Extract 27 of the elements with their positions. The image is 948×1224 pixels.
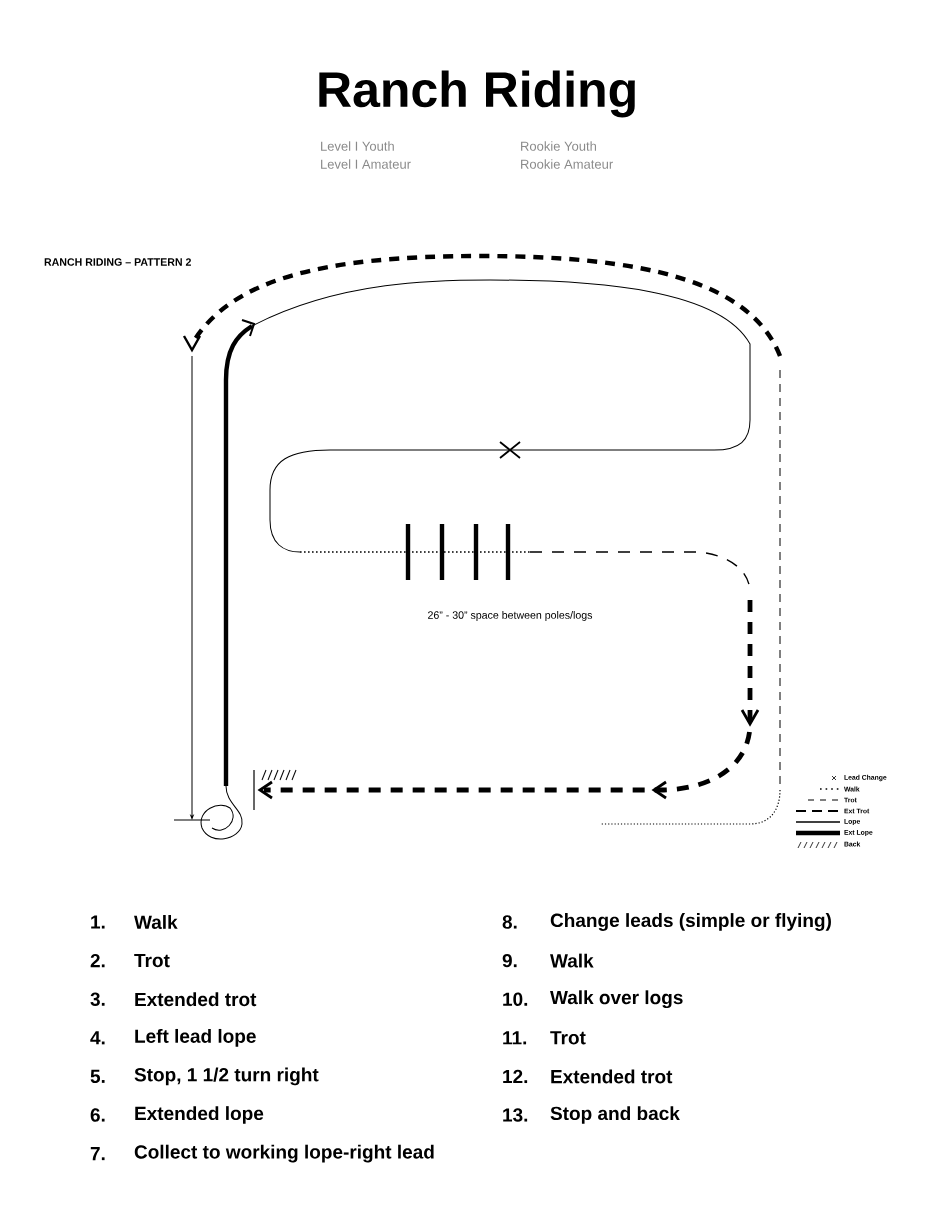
step-number: 10.: [503, 992, 528, 1006]
step-number: 5.: [90, 1069, 105, 1084]
step-text: Left lead lope: [135, 1028, 256, 1047]
step-number: 7.: [90, 1147, 105, 1161]
step-number: 8.: [502, 915, 517, 929]
step-number: 11.: [503, 1031, 527, 1045]
step-text: Walk over logs: [550, 990, 683, 1009]
step-text: Extended lope: [135, 1106, 264, 1124]
step-number: 4.: [90, 1031, 105, 1045]
step-number: 12.: [503, 1069, 528, 1084]
step-text: Trot: [550, 1031, 586, 1045]
step-text: Stop and back: [550, 1106, 680, 1124]
step-number: 2.: [90, 953, 105, 968]
step-text: Walk: [550, 953, 594, 968]
step-text: Trot: [134, 953, 170, 968]
step-number: 9.: [502, 953, 517, 968]
step-text: Walk: [134, 915, 178, 929]
step-number: 13.: [503, 1108, 528, 1122]
step-text: Extended trot: [551, 1069, 673, 1084]
step-number: 1.: [91, 915, 105, 929]
step-text: Extended trot: [135, 992, 257, 1007]
step-text: Collect to working lope-right lead: [134, 1144, 434, 1163]
step-number: 6.: [90, 1108, 105, 1122]
title: Ranch Riding: [319, 70, 635, 118]
step-text: Stop, 1 1/2 turn right: [134, 1067, 319, 1086]
step-number: 3.: [90, 992, 105, 1006]
step-text: Change leads (simple or flying): [550, 913, 831, 931]
